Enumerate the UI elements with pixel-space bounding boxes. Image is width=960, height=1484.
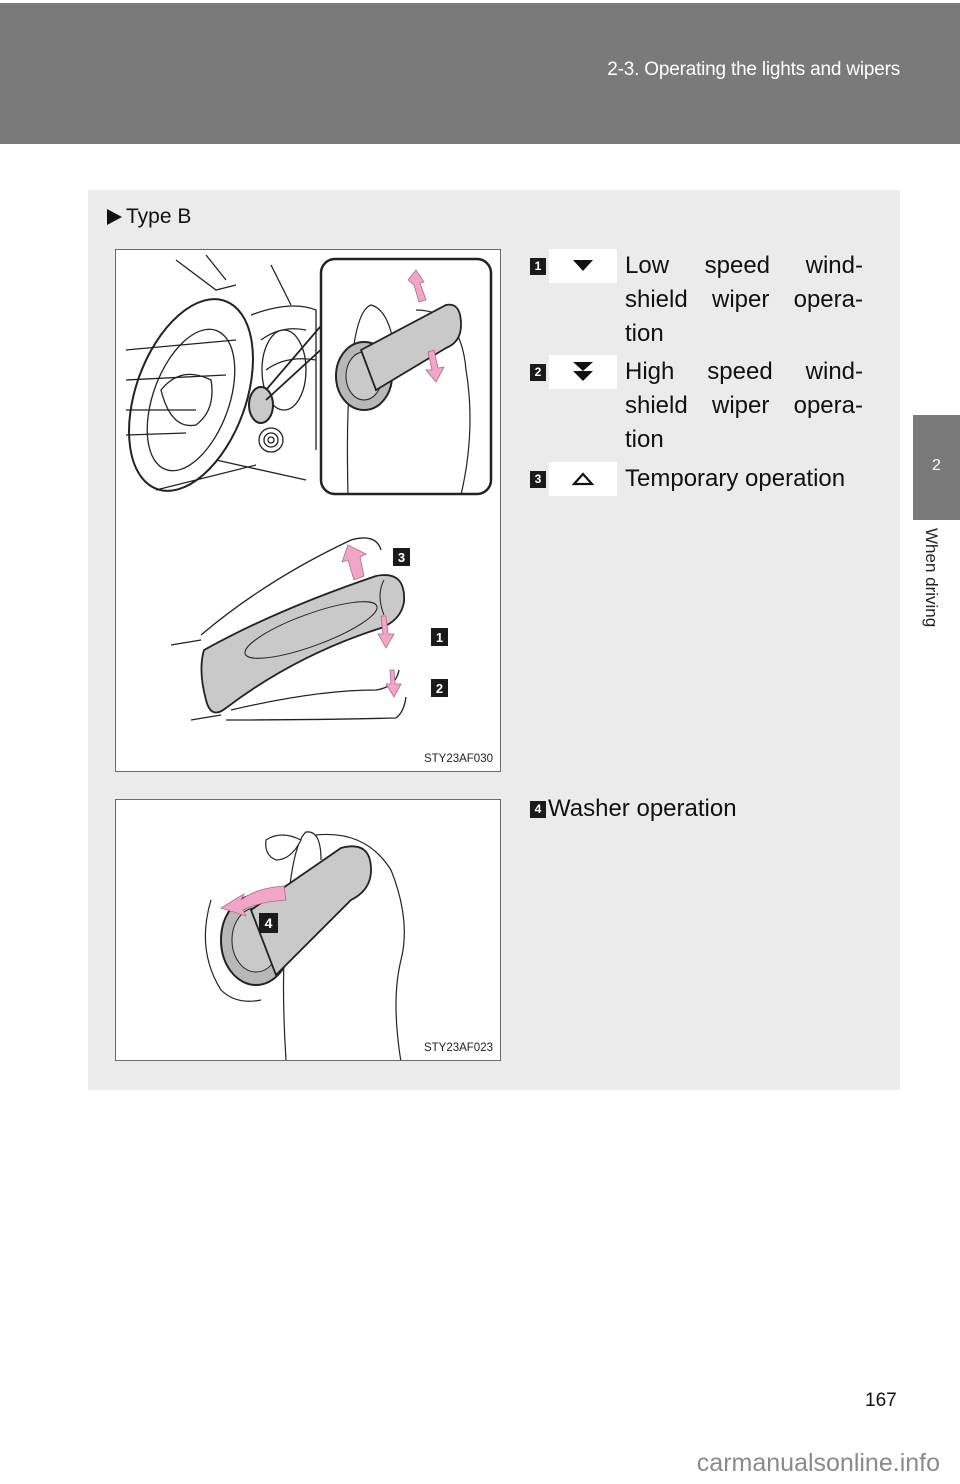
chapter-number: 2	[932, 457, 941, 474]
figure-washer-operation: 4 STY23AF023	[115, 799, 501, 1061]
legend-text: Temporary operation	[625, 465, 846, 492]
svg-text:4: 4	[265, 915, 273, 931]
page-number: 167	[865, 1390, 897, 1411]
single-down-triangle-icon	[573, 260, 593, 271]
chapter-tab: 2	[913, 415, 960, 520]
svg-text:1: 1	[436, 630, 443, 645]
number-badge: 2	[530, 364, 546, 381]
svg-text:3: 3	[398, 550, 405, 565]
section-heading-text: Type B	[126, 205, 192, 228]
page-header-band: 2-3. Operating the lights and wipers	[0, 3, 960, 144]
right-triangle-icon	[107, 209, 122, 225]
number-badge: 4	[530, 800, 546, 818]
symbol-box	[549, 462, 617, 496]
legend-item-washer: 4 Washer operation	[530, 795, 737, 823]
symbol-box	[549, 355, 617, 389]
washer-lever-illustration: 4	[204, 831, 405, 1060]
symbol-box	[549, 249, 617, 283]
svg-text:2: 2	[436, 681, 443, 696]
callout-badges: 3 1 2	[393, 548, 448, 697]
figure-code: STY23AF030	[423, 753, 493, 765]
watermark: carmanualsonline.info	[696, 1449, 940, 1477]
figure-wiper-lever-operation: 3 1 2 STY23AF030	[115, 249, 501, 772]
outline-up-triangle-icon	[572, 472, 594, 486]
double-down-triangle-icon	[573, 362, 593, 381]
number-badge: 3	[530, 471, 546, 488]
legend-text: High speed wind- shield wiper opera- tio…	[625, 358, 863, 453]
figure-code: STY23AF023	[423, 1042, 493, 1054]
chapter-label: When driving	[922, 528, 941, 628]
section-title: 2-3. Operating the lights and wipers	[607, 59, 900, 80]
number-badge: 1	[530, 258, 546, 275]
wiper-lever-illustration: 3 1 2	[125, 254, 493, 721]
legend-text: Low speed wind- shield wiper opera- tion	[625, 252, 863, 347]
legend-text: Washer operation	[548, 795, 737, 822]
section-heading: Type B	[107, 205, 191, 229]
